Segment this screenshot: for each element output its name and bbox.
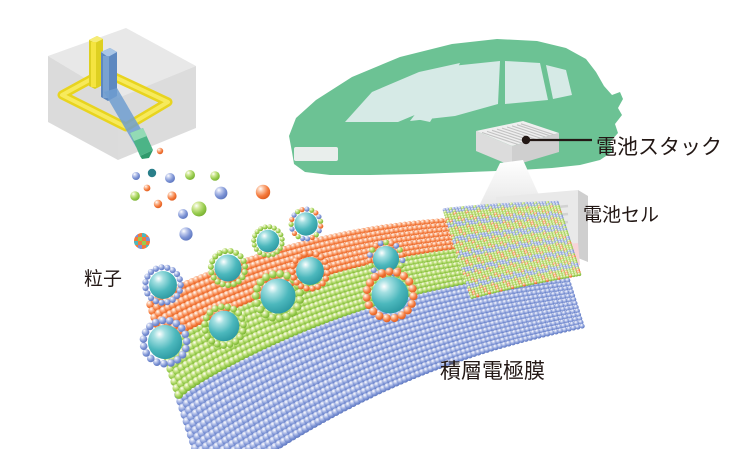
composite-particles (139, 206, 418, 368)
checkered-mixed-particle (134, 233, 150, 249)
blue-inlet-post (101, 48, 117, 101)
yellow-inlet-post (89, 36, 103, 89)
battery-stack-front (476, 131, 512, 166)
car-side-window-front (410, 61, 500, 121)
free-small-particles (130, 147, 271, 249)
battery-stack-fins (481, 123, 558, 146)
green-nozzle-tip (130, 128, 153, 159)
car-quarter-window (546, 65, 572, 99)
label-battery-stack: 電池スタック (596, 136, 722, 159)
battery-stack-leader (521, 135, 592, 145)
car-mirror (416, 110, 436, 122)
device-top-face (48, 28, 196, 98)
label-battery-cell: 電池セル (583, 205, 660, 226)
film-band-mixed (442, 200, 582, 299)
label-laminated-electrode-film: 積層電極膜 (440, 360, 545, 383)
electric-car (289, 39, 623, 175)
label-particle: 粒子 (84, 269, 123, 290)
battery-cell-edge (578, 190, 588, 262)
battery-stack-side (512, 133, 559, 166)
car-side-window-rear (505, 61, 548, 104)
car-headlight (294, 147, 338, 161)
battery-stack (476, 121, 559, 166)
microfluidic-device (48, 28, 196, 160)
